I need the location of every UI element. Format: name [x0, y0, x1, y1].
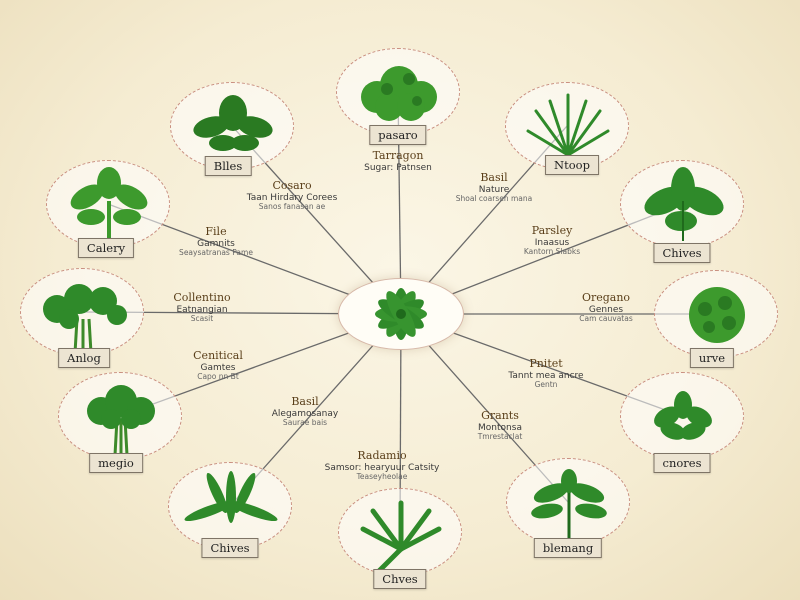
herb-node-9[interactable] — [20, 268, 144, 356]
annotation-8: Cenitical Gamtes Capo nn Bt — [193, 349, 243, 382]
annotation-sub: Sugar: Patnsen — [364, 162, 432, 173]
round-shrub-icon — [689, 287, 745, 343]
annotation-2: Parsley Inaasus Kantorn Slabks — [523, 224, 581, 257]
parsley-icon — [87, 385, 155, 456]
annotation-meta: Scasit — [190, 313, 214, 323]
annotation-3: Oregano Gennes Cam cauvatas — [579, 291, 633, 324]
annotation-meta: Seaysatranas Pame — [179, 247, 253, 257]
herb-node-11[interactable] — [170, 82, 294, 170]
herb-label-8: megio — [89, 453, 143, 473]
herb-label-11: Blles — [204, 156, 252, 176]
annotation-sub: Samsor: hearyuur Catsity — [324, 462, 440, 473]
annotation-title: Grants — [481, 409, 519, 422]
annotation-sub: Nature — [478, 184, 510, 195]
herb-label-4: cnores — [653, 453, 711, 473]
long-leaf-icon — [184, 471, 278, 523]
herb-node-4[interactable] — [620, 372, 744, 460]
annotation-sub: Taan Hirdary Corees — [246, 192, 338, 203]
herb-node-2[interactable] — [620, 160, 744, 248]
annotation-title: Cenitical — [193, 349, 243, 362]
annotation-sub: Tannt mea ancre — [508, 370, 584, 381]
annotation-meta: Tmrestaclat — [477, 431, 523, 441]
annotation-meta: Sanos fanasan ae — [258, 201, 326, 211]
annotation-meta: Shoal coarsen mana — [455, 193, 533, 203]
basil-sprig-icon — [193, 95, 273, 151]
broad-leaf-icon — [644, 167, 724, 241]
annotation-meta: Capo nn Bt — [197, 371, 239, 381]
annotation-0: Tarragon Sugar: Patnsen — [364, 149, 432, 173]
annotation-meta: Saurae bais — [282, 417, 328, 427]
annotation-sub: Gennes — [588, 304, 624, 315]
annotation-7: Basil Alegamosanay Saurae bais — [271, 395, 339, 428]
herb-node-0[interactable] — [336, 48, 460, 136]
annotation-title: Tarragon — [372, 149, 424, 162]
herb-label-6: Chves — [373, 569, 427, 589]
annotation-title: File — [205, 225, 227, 238]
fern-icon — [531, 469, 607, 541]
annotation-title: Pnitet — [529, 357, 563, 370]
herb-label-3: urve — [689, 348, 735, 368]
annotation-sub: Gamnits — [197, 238, 235, 249]
leaf-cluster-icon — [654, 391, 712, 440]
annotation-5: Grants Montonsa Tmrestaclat — [477, 409, 523, 442]
herb-label-9: Anlog — [58, 348, 110, 368]
leaf-rosette-icon — [375, 288, 427, 340]
herb-node-1[interactable] — [505, 82, 629, 170]
celery-icon — [70, 167, 148, 245]
herb-node-6[interactable] — [338, 488, 462, 576]
annotation-1: Basil Nature Shoal coarsen mana — [455, 171, 533, 204]
herb-label-10: Calery — [77, 238, 135, 258]
herb-node-3[interactable] — [654, 270, 778, 358]
annotation-6: Radamio Samsor: hearyuur Catsity Teaseyh… — [324, 449, 440, 482]
annotation-title: Radamio — [357, 449, 407, 462]
herb-label-5: blemang — [533, 538, 603, 558]
annotation-sub: Montonsa — [478, 422, 522, 433]
leafy-bush-icon — [361, 66, 437, 121]
annotation-title: Basil — [480, 171, 508, 184]
herb-label-0: pasaro — [369, 125, 427, 145]
herb-label-2: Chives — [653, 243, 711, 263]
annotation-meta: Teaseyheolae — [356, 471, 408, 481]
herb-label-7: Chives — [201, 538, 259, 558]
annotation-meta: Gentn — [534, 379, 558, 389]
herb-node-8[interactable] — [58, 372, 182, 460]
annotation-title: Parsley — [531, 224, 573, 237]
annotation-meta: Cam cauvatas — [579, 313, 633, 323]
annotation-title: Basil — [291, 395, 319, 408]
grass-tuft-icon — [526, 93, 610, 157]
annotation-sub: Eatnangian — [176, 304, 228, 315]
annotation-9: Collentino Eatnangian Scasit — [173, 291, 231, 324]
annotation-sub: Gamtes — [200, 362, 236, 373]
annotation-meta: Kantorn Slabks — [523, 246, 581, 256]
herb-node-10[interactable] — [46, 160, 170, 248]
center-node[interactable] — [338, 278, 464, 350]
herb-node-7[interactable] — [168, 462, 292, 550]
annotation-sub: Inaasus — [534, 237, 570, 248]
cilantro-icon — [43, 284, 127, 354]
annotation-sub: Alegamosanay — [271, 408, 339, 419]
annotation-11: Cosaro Taan Hirdary Corees Sanos fanasan… — [246, 179, 338, 212]
annotation-title: Collentino — [173, 291, 231, 304]
herb-node-5[interactable] — [506, 458, 630, 546]
annotation-4: Pnitet Tannt mea ancre Gentn — [508, 357, 584, 390]
palm-leaf-icon — [360, 500, 442, 574]
annotation-title: Cosaro — [272, 179, 312, 192]
annotation-title: Oregano — [581, 291, 631, 304]
herb-label-1: Ntoop — [545, 155, 599, 175]
annotation-10: File Gamnits Seaysatranas Pame — [179, 225, 253, 258]
